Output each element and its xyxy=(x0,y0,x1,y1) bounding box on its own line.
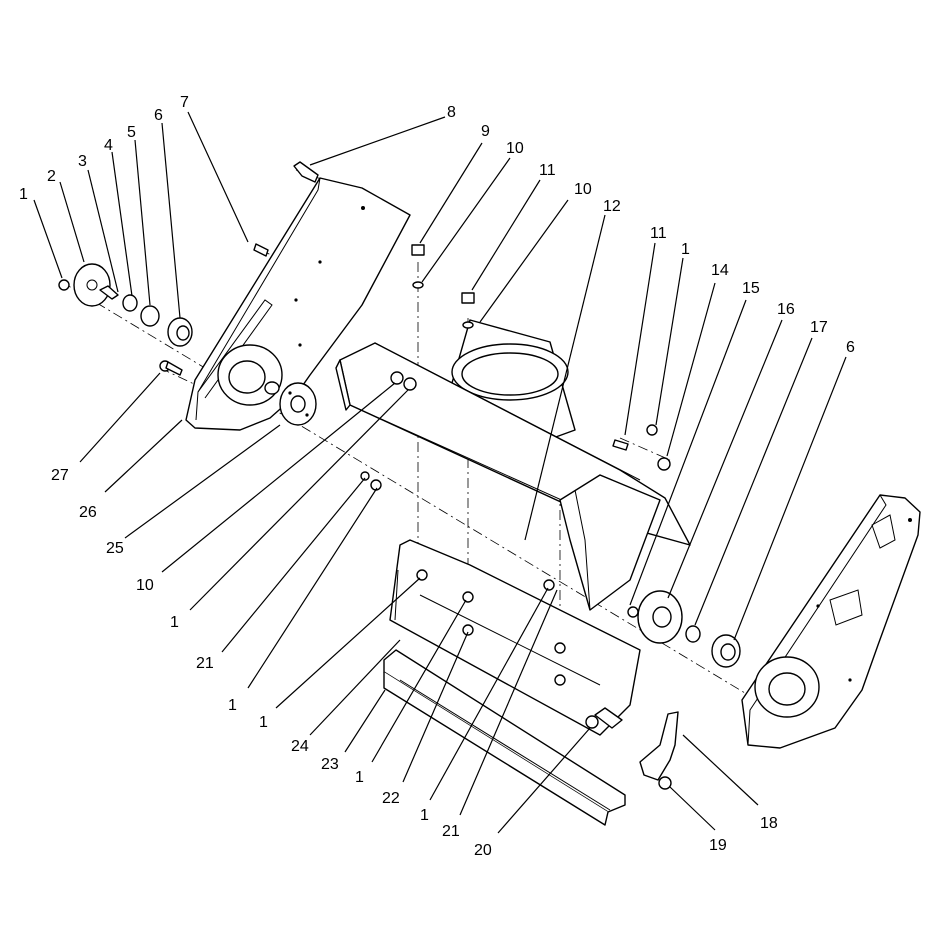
callout-10-c: 10 xyxy=(136,577,154,594)
callout-12: 12 xyxy=(603,198,621,215)
callout-10-b: 10 xyxy=(574,181,592,198)
callout-5: 5 xyxy=(127,124,136,141)
callout-21-a: 21 xyxy=(196,655,214,672)
callout-1-a: 1 xyxy=(19,186,28,203)
callout-1-c: 1 xyxy=(170,614,179,631)
callout-10-a: 10 xyxy=(506,140,524,157)
callout-9: 9 xyxy=(481,123,490,140)
callout-3: 3 xyxy=(78,153,87,170)
callout-20: 20 xyxy=(474,842,492,859)
left-bearing-flange xyxy=(279,382,317,426)
skid-plate xyxy=(639,711,679,790)
callout-4: 4 xyxy=(104,137,113,154)
discharge-chute xyxy=(449,319,576,451)
callout-14: 14 xyxy=(711,262,729,279)
callout-1-g: 1 xyxy=(420,807,429,824)
callout-6-b: 6 xyxy=(846,339,855,356)
callout-23: 23 xyxy=(321,756,339,773)
callout-22: 22 xyxy=(382,790,400,807)
callout-16: 16 xyxy=(777,301,795,318)
callout-26: 26 xyxy=(79,504,97,521)
center-fasteners xyxy=(360,244,566,686)
auger-housing xyxy=(335,342,691,611)
leader-lines xyxy=(33,111,847,834)
bottom-scraper-assembly xyxy=(383,539,641,826)
callout-27: 27 xyxy=(51,467,69,484)
callout-17: 17 xyxy=(810,319,828,336)
callout-18: 18 xyxy=(760,815,778,832)
callout-2: 2 xyxy=(47,168,56,185)
callout-7: 7 xyxy=(180,94,189,111)
callout-1-b: 1 xyxy=(681,241,690,258)
callout-labels: 1 2 3 4 5 6 7 8 9 10 11 10 12 11 1 14 15… xyxy=(19,94,855,859)
callout-6-a: 6 xyxy=(154,107,163,124)
callout-1-f: 1 xyxy=(355,769,364,786)
callout-1-e: 1 xyxy=(259,714,268,731)
callout-24: 24 xyxy=(291,738,309,755)
callout-11-b: 11 xyxy=(650,225,667,242)
left-side-plate xyxy=(185,177,411,431)
right-side-plate xyxy=(741,494,921,749)
callout-8: 8 xyxy=(447,104,456,121)
callout-25: 25 xyxy=(106,540,124,557)
callout-1-d: 1 xyxy=(228,697,237,714)
callout-15: 15 xyxy=(742,280,760,297)
callout-21-b: 21 xyxy=(442,823,460,840)
callout-19: 19 xyxy=(709,837,727,854)
right-hardware-stack xyxy=(612,424,741,668)
callout-11-a: 11 xyxy=(539,162,556,179)
